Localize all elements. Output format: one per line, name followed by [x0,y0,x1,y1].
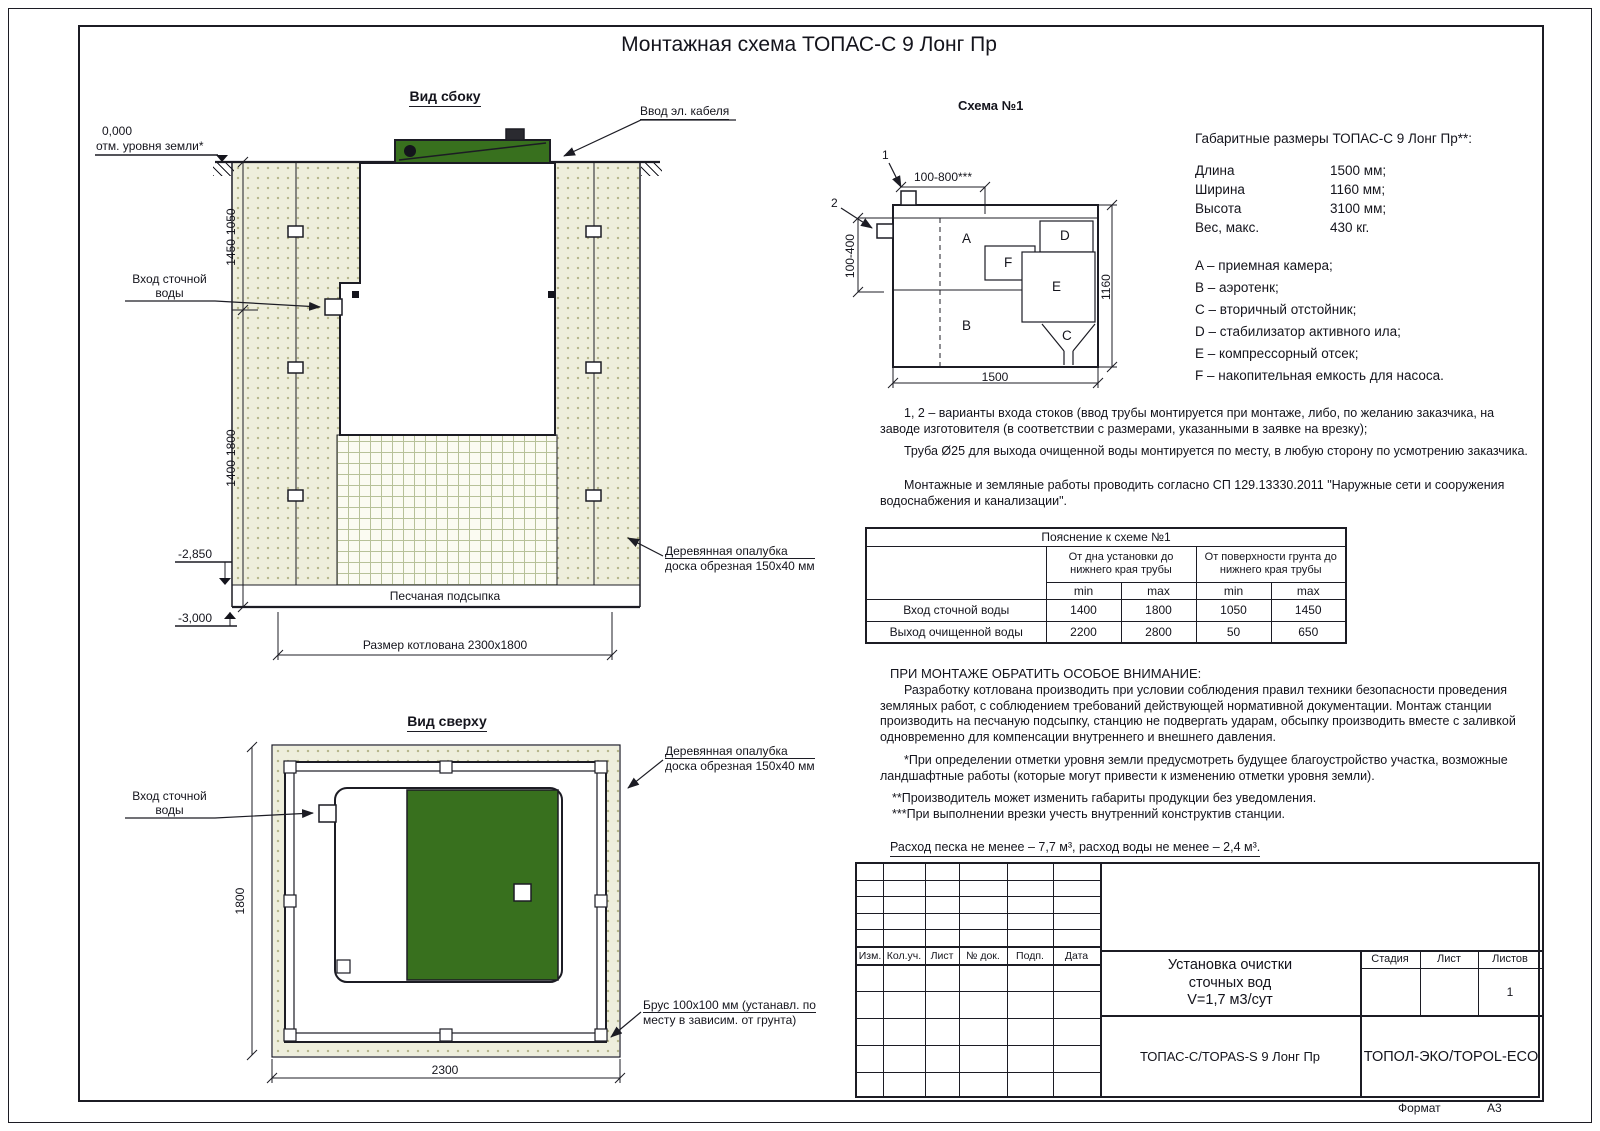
schema-dim-top: 100-800*** [913,170,973,184]
tb-col-list: Лист [930,949,954,962]
tb-col-izm: Изм. [858,949,882,962]
overall-dim-name: Длина [1195,163,1235,178]
compartment-b: B [962,318,972,333]
overall-dims-title: Габаритные размеры ТОПАС-С 9 Лонг Пр**: [1195,131,1472,146]
top-view-title: Вид сверху [402,713,492,732]
consumption-note: Расход песка не менее – 7,7 м³, расход в… [890,840,1261,857]
cable-entry-label: Ввод эл. кабеля [640,104,730,121]
row-name-cell: Вход сточной воды [865,598,1047,622]
note-variants: 1, 2 – варианты входа стоков (ввод трубы… [880,406,1495,436]
schema-dim-left: 100-400 [842,234,857,279]
dim-depth-lower: 1400-1800 [223,429,238,487]
compartment-c: C [1062,328,1072,343]
tb-col-data: Дата [1064,949,1089,962]
ground-level-label: отм. уровня земли* [96,139,204,153]
topview-inner-area [286,763,605,1041]
title-block: Изм. Кол.уч. Лист № док. Подп. Дата Уста… [855,862,1542,1098]
tb-stage-label: Стадия [1371,953,1409,965]
sheet-outer-border [8,8,1592,1123]
schema-dim-right: 1160 [1098,274,1113,300]
overall-dim-value: 1160 мм; [1330,182,1386,197]
overall-dim-name: Высота [1195,201,1242,216]
attention-p1: Разработку котлована производить при усл… [880,683,1516,744]
pit-gravel-bed [337,435,557,585]
table-group2-cell: От поверхности грунта до нижнего края тр… [1195,545,1347,583]
level-mark-2850: -2,850 [178,547,213,561]
page-title: Монтажная схема ТОПАС-С 9 Лонг Пр [621,33,997,56]
attention-p2: *При определении отметки уровня земли пр… [880,753,1508,783]
format-value: А3 [1487,1101,1502,1115]
legend-item-a: A – приемная камера; [1195,258,1333,273]
dim-depth-upper: 1450-1050 [223,208,238,266]
sheet-main-frame [78,25,1544,1102]
overall-dim-value: 1500 мм; [1330,163,1387,178]
overall-dim-name: Вес, макс. [1195,220,1260,235]
format-label: Формат [1398,1101,1441,1115]
tb-sheets-label: Листов [1492,953,1528,965]
legend-item-c: C – вторичный отстойник; [1195,302,1357,317]
compartment-e: E [1052,279,1062,294]
ground-hatch-right [641,163,662,176]
table-title-cell: Пояснение к схеме №1 [865,527,1347,547]
overall-dim-value: 430 кг. [1330,220,1370,235]
note-outlet-pipe: Труба Ø25 для выхода очищенной воды монт… [904,444,1528,458]
pit-size-label: Размер котлована 2300х1800 [362,638,528,652]
attention-title: ПРИ МОНТАЖЕ ОБРАТИТЬ ОСОБОЕ ВНИМАНИЕ: [890,666,1202,681]
tb-company: ТОПОЛ-ЭКО/TOPOL-ECO [1363,1048,1539,1065]
schema-mark-1: 1 [882,148,889,162]
schema1-title: Схема №1 [958,98,1024,113]
row-name-cell: Выход очищенной воды [865,620,1047,644]
attention-p4: ***При выполнении врезки учесть внутренн… [892,807,1286,821]
compartment-a: A [962,231,972,246]
attention-p3: **Производитель может изменить габариты … [892,791,1317,805]
table-group-row: От дна установки до нижнего края трубы О… [865,545,1347,600]
sand-bed-label: Песчаная подсыпка [389,589,501,603]
ground-hatch-left [213,163,234,176]
legend-item-f: F – накопительная емкость для насоса. [1195,368,1444,383]
tb-col-ndok: № док. [966,949,1000,962]
legend-item-d: D – стабилизатор активного ила; [1195,324,1401,339]
overall-dim-value: 3100 мм; [1330,201,1387,216]
side-view-title: Вид сбоку [405,88,485,107]
compartment-d: D [1060,228,1070,243]
tb-sheet-label: Лист [1437,953,1461,965]
compartment-f: F [1004,255,1013,270]
dim-topview-width: 2300 [431,1063,459,1077]
tb-model: ТОПАС-С/TOPAS-S 9 Лонг Пр [1139,1049,1321,1064]
schema-mark-2: 2 [831,196,838,210]
note-sp-standard: Монтажные и земляные работы проводить со… [880,478,1505,508]
legend-item-e: E – компрессорный отсек; [1195,346,1359,361]
level-mark-3000: -3,000 [178,611,213,625]
table-title-row: Пояснение к схеме №1 [865,527,1347,547]
legend-item-b: B – аэротенк; [1195,280,1279,295]
tb-col-koluch: Кол.уч. [886,949,922,962]
zero-level-mark: 0,000 [102,124,133,138]
table-empty-cell [865,545,1047,600]
dim-topview-height: 1800 [232,887,247,915]
overall-dim-name: Ширина [1195,182,1245,197]
table-group1-cell: От дна установки до нижнего края трубы [1045,545,1197,583]
tb-product-name: Установка очистки сточных вод V=1,7 м3/с… [1167,957,1293,1009]
tb-col-podp: Подп. [1016,949,1044,962]
tb-sheets-value: 1 [1506,984,1514,999]
schema-explanation-table: Пояснение к схеме №1 От дна установки до… [865,527,1347,644]
schema-dim-bottom: 1500 [981,370,1009,384]
